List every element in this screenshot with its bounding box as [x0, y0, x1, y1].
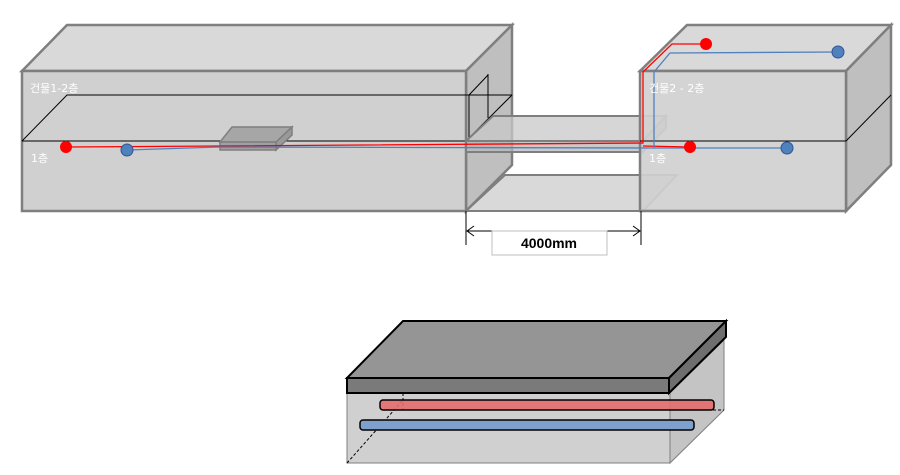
section-detail: [344, 318, 729, 465]
blue-endpoint-b2-floor1: [780, 141, 794, 155]
label-building1-floor2: 건물1-2층: [30, 82, 78, 95]
red-endpoint-b1: [60, 141, 72, 153]
red-pipe-line: [65, 43, 706, 148]
red-endpoint-b2-floor1: [684, 141, 696, 153]
red-pipe-section: [379, 399, 715, 411]
slab-front: [346, 377, 670, 394]
label-building2-floor1: 1층: [649, 152, 666, 165]
blue-pipe-line: [126, 51, 839, 151]
blue-pipe-section: [359, 419, 695, 431]
label-building2-floor2: 건물2 - 2층: [649, 82, 704, 95]
blue-endpoint-b1: [120, 143, 134, 157]
dimension-label-box: [491, 230, 608, 256]
red-endpoint-b2-floor2: [700, 38, 712, 50]
red-pipe-line-floor1: [642, 145, 691, 148]
building-1: [19, 21, 516, 215]
bridge: [463, 113, 680, 212]
blue-endpoint-b2-floor2: [831, 45, 845, 59]
label-building1-floor1: 1층: [31, 152, 48, 165]
building-2-floor-lines: [640, 94, 892, 142]
slab-top: [344, 320, 729, 379]
dimension-label: 4000mm: [521, 235, 577, 251]
